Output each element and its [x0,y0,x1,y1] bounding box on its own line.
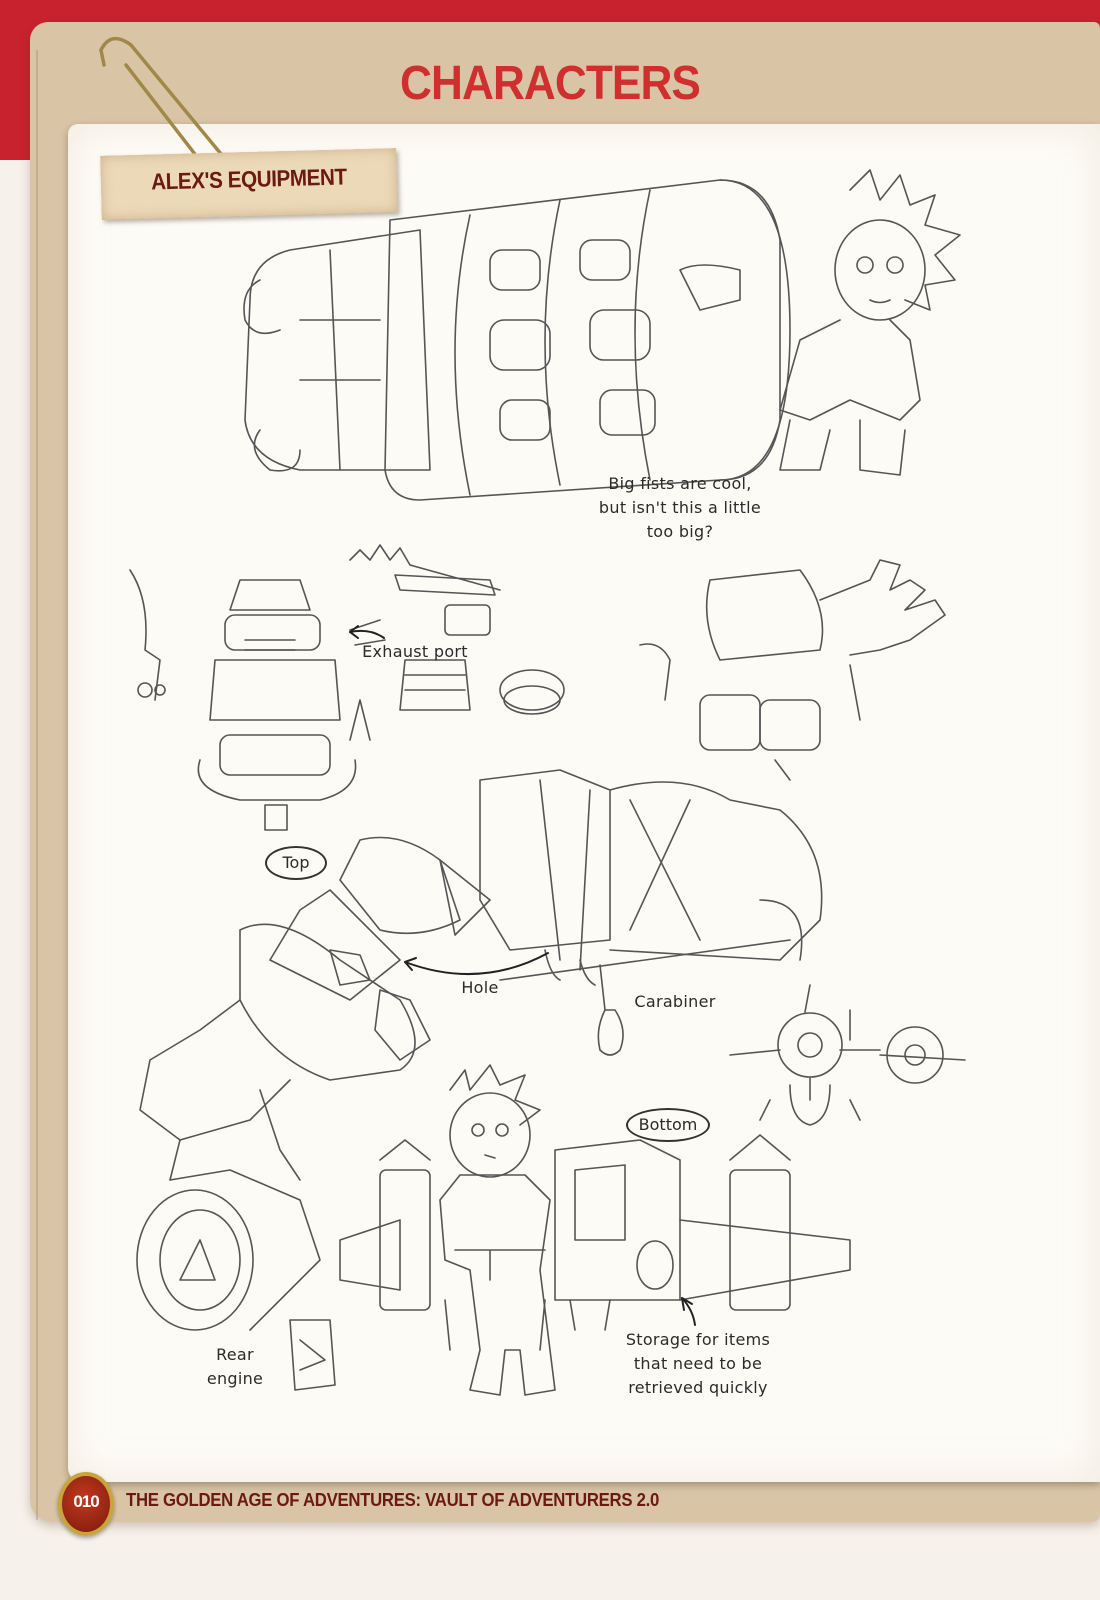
carabiner-illustration [597,964,624,1056]
note-line: Big fists are cool, [608,474,752,493]
subsection-label: ALEX'S EQUIPMENT [150,163,347,195]
page-number-badge: 010 [58,1472,114,1536]
note-line: that need to be [633,1354,763,1373]
note-rear-engine: Rear engine [195,1343,275,1391]
note-line: engine [206,1369,264,1388]
note-line: Storage for items [625,1330,771,1349]
strapped-backpack-illustration [479,769,823,986]
note-exhaust-port: Exhaust port [362,642,468,661]
annotation-arrows [349,625,696,1326]
note-storage: Storage for items that need to be retrie… [608,1328,788,1400]
backpack-plane-bottom-illustration [339,1134,851,1331]
kraft-paper-fold [36,50,1100,1520]
alex-top-illustration [779,169,961,476]
mini-plane-front-illustration [729,984,966,1126]
giant-fist-illustration [243,179,791,501]
note-line: retrieved quickly [628,1378,768,1397]
note-carabiner: Carabiner [634,992,716,1011]
backpack-rocket-illustration [129,569,386,831]
note-line: but isn't this a little [598,498,762,517]
backpack-plane-top-illustration [139,836,491,1181]
parts-illustration [349,544,671,715]
note-hole: Hole [461,978,499,997]
note-line: too big? [646,522,714,541]
label-bottom: Bottom [626,1108,710,1142]
book-title: THE GOLDEN AGE OF ADVENTURES: VAULT OF A… [126,1490,660,1510]
page-title: CHARACTERS [400,57,701,110]
page-number: 010 [73,1492,99,1511]
rear-engine-illustration [136,1169,336,1391]
alex-standing-illustration [439,1064,556,1396]
subsection-label-card: ALEX'S EQUIPMENT [100,148,398,220]
label-top: Top [265,846,327,880]
note-big-fists: Big fists are cool, but isn't this a lit… [560,472,800,544]
mechanical-glove-illustration [699,559,946,781]
note-line: Rear [216,1345,254,1364]
